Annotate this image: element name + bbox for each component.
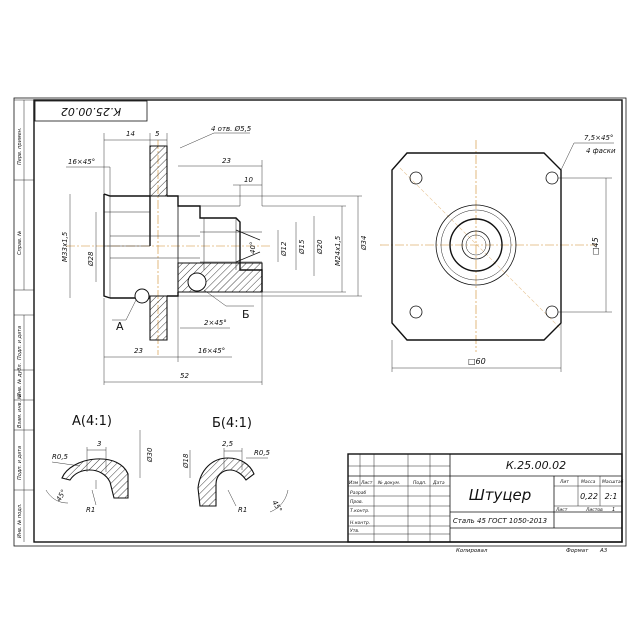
plan-view: 7,5×45° 4 фаски □45 □60 [380, 134, 616, 372]
detail-a: А(4:1) 3 R0,5 Ø30 45° R1 [45, 414, 154, 514]
dim-chamfer-mid: 2×45° [204, 319, 227, 327]
tb-role-tkontr: Т.контр. [350, 508, 370, 514]
strip-label-3: Подп. и дата [17, 326, 23, 360]
dim-angle-40: 40° [249, 242, 257, 254]
detail-a-r05: R0,5 [52, 453, 69, 461]
tb-hdr-scale: Масштаб [602, 479, 624, 485]
dim-thread-right: М24х1,5 [334, 235, 342, 266]
strip-label-4: Инв. № дубл. [17, 363, 23, 397]
plan-outline [391, 152, 562, 341]
tb-col-izm: Изм [349, 480, 359, 486]
title-block: Изм Лист № докум. Подп. Дата Разраб Пров… [347, 453, 624, 543]
tb-hdr-lit: Лит [559, 479, 569, 485]
tb-material: Сталь 45 ГОСТ 1050-2013 [453, 517, 547, 525]
tb-role-prov: Пров. [350, 499, 363, 505]
mount-hole-tr [545, 171, 559, 185]
format-value: А3 [599, 548, 608, 554]
detail-b: Б(4:1) 2,5 R0,5 Ø18 R1 45° [182, 416, 289, 514]
detail-b-r1: R1 [238, 506, 247, 514]
mount-hole-br [545, 305, 559, 319]
tb-scale: 2:1 [605, 492, 618, 501]
strip-label-5: Взам. инв. № [17, 394, 23, 428]
tb-col-sign: Подп. [413, 480, 427, 486]
tb-role-razrab: Разраб [350, 490, 366, 496]
callout-a: А [116, 320, 124, 333]
tb-code: К.25.00.02 [506, 459, 566, 472]
dim-d12: Ø12 [280, 241, 288, 257]
dim-d15: Ø15 [298, 239, 306, 255]
tb-sheets-value: 1 [612, 507, 615, 513]
dim-d34: Ø34 [360, 236, 368, 251]
tb-col-doc: № докум. [377, 480, 400, 486]
strip-label-7: Инв. № подл. [17, 504, 23, 539]
tb-name: Штуцер [469, 486, 532, 504]
detail-a-angle: 45° [55, 488, 68, 503]
tb-role-nkontr: Н.контр. [350, 520, 370, 526]
side-strip: Перв. примен. Справ. № Подп. и дата Инв.… [14, 99, 34, 542]
dim-chamfer-bottom: 16×45° [198, 347, 225, 355]
plan-width: □60 [468, 357, 486, 366]
dim-10: 10 [244, 176, 253, 184]
detail-a-r1: R1 [86, 506, 95, 514]
mount-hole-bl [409, 305, 423, 319]
detail-b-r05: R0,5 [254, 449, 271, 457]
tb-col-list: Лист [360, 480, 373, 486]
code-stamp: К.25.00.02 [34, 100, 148, 122]
detail-b-d18: Ø18 [182, 453, 190, 469]
dim-thread-left: М33х1,5 [61, 231, 69, 262]
plan-side: □45 [591, 237, 600, 255]
callout-b: Б [242, 308, 250, 321]
detail-b-d25: 2,5 [222, 440, 234, 448]
dim-holes: 4 отв. Ø5,5 [211, 125, 252, 133]
detail-b-title: Б(4:1) [212, 416, 252, 431]
format-label: Формат [566, 548, 589, 554]
dim-23-bottom: 23 [134, 347, 143, 355]
plan-chamfer: 7,5×45° [584, 134, 613, 142]
mount-hole-tl [409, 171, 423, 185]
strip-label-1: Перв. примен. [17, 127, 23, 165]
dim-d28: Ø28 [87, 251, 95, 267]
detail-a-title: А(4:1) [72, 414, 112, 429]
dim-5: 5 [155, 130, 160, 138]
dim-52: 52 [180, 372, 189, 380]
strip-label-2: Справ. № [17, 231, 23, 255]
detail-b-angle: 45° [270, 499, 283, 514]
drawing-border [33, 99, 623, 543]
detail-a-d30: Ø30 [146, 447, 154, 463]
dim-14: 14 [126, 130, 135, 138]
tb-hdr-mass: Масса [581, 479, 596, 485]
tb-sheet-label: Лист [555, 507, 568, 513]
strip-label-6: Подп. и дата [17, 446, 23, 480]
plan-chamfer-note: 4 фаски [586, 147, 616, 155]
detail-a-d3: 3 [97, 440, 101, 448]
main-section-view: 14 5 4 отв. Ø5,5 16×45° 23 10 М33х1,5 Ø2… [61, 125, 368, 385]
outer-frame [13, 97, 627, 547]
code-stamp-text: К.25.00.02 [61, 105, 121, 118]
dim-d20: Ø20 [316, 239, 324, 255]
tb-col-date: Дата [432, 480, 445, 486]
tb-mass: 0,22 [580, 492, 598, 501]
tb-role-utv: Утв. [350, 528, 359, 534]
tb-sheets-label: Листов [585, 507, 603, 513]
copied-label: Копировал [456, 548, 488, 554]
dim-chamfer-top: 16×45° [68, 158, 95, 166]
dim-23-top: 23 [222, 157, 231, 165]
